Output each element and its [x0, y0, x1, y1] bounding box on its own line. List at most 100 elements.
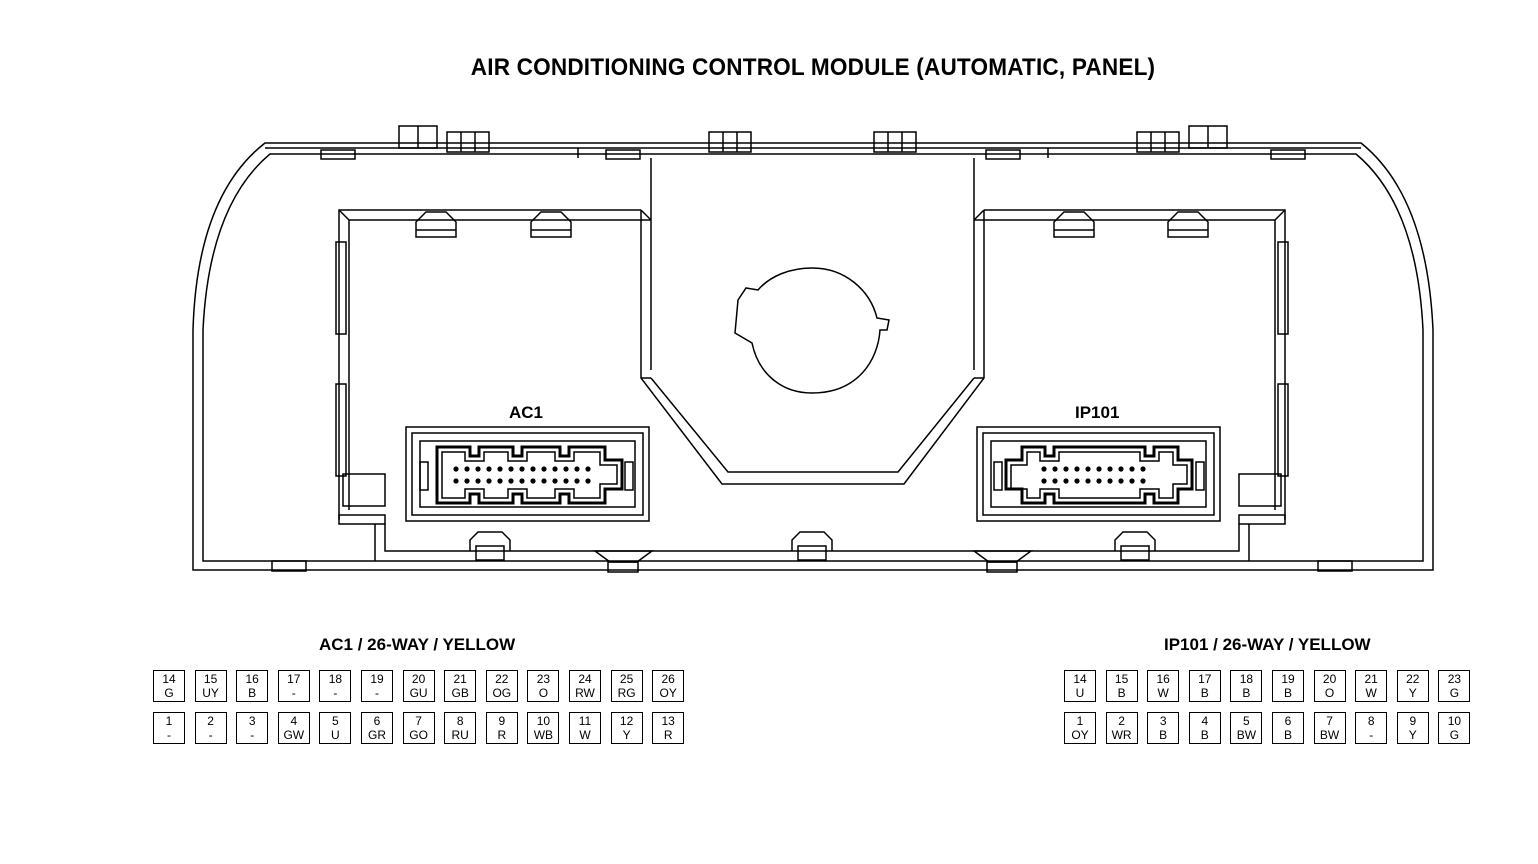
- pin-hole: [1107, 466, 1113, 472]
- pin-hole: [475, 478, 481, 484]
- pin-hole: [1063, 478, 1069, 484]
- pin-hole: [1085, 478, 1091, 484]
- pin-hole: [552, 478, 558, 484]
- pin-number: 18: [328, 672, 343, 686]
- pin-hole: [486, 478, 492, 484]
- pin-number: 20: [411, 672, 426, 686]
- pin-number: 4: [290, 714, 298, 728]
- pin-number: 2: [207, 714, 214, 728]
- pin-cell: 2-: [194, 712, 227, 744]
- pin-number: 14: [1073, 672, 1087, 686]
- ip101-connector-housing: [976, 426, 1221, 522]
- wire-color: GW: [283, 728, 305, 742]
- pin-number: 23: [1447, 672, 1462, 686]
- pin-hole: [519, 478, 525, 484]
- wire-color: RW: [575, 686, 595, 700]
- pin-cell: 17-: [277, 670, 310, 702]
- pin-number: 8: [1367, 714, 1375, 728]
- pin-number: 11: [578, 714, 592, 728]
- wire-color: W: [1365, 686, 1377, 700]
- pin-number: 7: [415, 714, 422, 728]
- pin-hole: [1052, 466, 1058, 472]
- pin-hole: [585, 478, 591, 484]
- pin-hole: [541, 478, 547, 484]
- wire-color: W: [1157, 686, 1169, 700]
- pin-number: 20: [1322, 672, 1337, 686]
- wire-color: G: [164, 686, 174, 700]
- pin-number: 17: [287, 672, 301, 686]
- wire-color: B: [248, 686, 257, 700]
- pin-hole: [519, 466, 525, 472]
- pin-number: 23: [536, 672, 551, 686]
- pin-hole: [497, 466, 503, 472]
- pin-number: 14: [162, 672, 176, 686]
- wire-color: -: [208, 728, 213, 742]
- pin-hole: [574, 478, 580, 484]
- pin-number: 15: [203, 672, 218, 686]
- bottom-rail: [271, 524, 1353, 573]
- pin-hole: [1140, 466, 1146, 472]
- pin-number: 21: [1364, 672, 1378, 686]
- pin-number: 6: [373, 714, 381, 728]
- housing-outer-edge: [192, 142, 1434, 571]
- wire-color: Y: [1408, 728, 1417, 742]
- ac1-connector-label: AC1: [509, 403, 544, 422]
- pin-hole: [585, 466, 591, 472]
- pin-number: 5: [332, 714, 339, 728]
- pin-number: 9: [1409, 714, 1417, 728]
- wire-color: -: [167, 728, 171, 742]
- pin-hole: [464, 466, 470, 472]
- wire-color: R: [663, 728, 673, 742]
- pin-number: 13: [661, 714, 675, 728]
- ip101-connector-label: IP101: [1075, 403, 1120, 422]
- pin-cell: 1-: [153, 712, 185, 744]
- wire-color: Y: [622, 728, 631, 742]
- pin-number: 10: [1447, 714, 1462, 728]
- pin-number: 16: [1156, 672, 1170, 686]
- pin-number: 1: [165, 714, 173, 728]
- pin-cell: 18-: [319, 670, 352, 702]
- pin-hole: [1118, 466, 1124, 472]
- pin-number: 16: [245, 672, 259, 686]
- pin-hole: [497, 478, 503, 484]
- pin-number: 24: [578, 672, 592, 686]
- wire-color: B: [1283, 686, 1292, 700]
- pin-number: 7: [1326, 714, 1333, 728]
- pin-number: 3: [248, 714, 256, 728]
- wire-color: GR: [368, 728, 386, 742]
- wire-color: -: [1369, 728, 1374, 742]
- pin-number: 4: [1201, 714, 1209, 728]
- wire-color: UY: [202, 686, 219, 700]
- pin-hole: [1118, 478, 1124, 484]
- pin-number: 2: [1118, 714, 1125, 728]
- pin-number: 6: [1284, 714, 1292, 728]
- wire-color: GB: [451, 686, 469, 700]
- wire-color: GU: [409, 686, 428, 700]
- pin-hole: [453, 478, 459, 484]
- pin-number: 3: [1159, 714, 1167, 728]
- pin-number: 12: [619, 714, 634, 728]
- wire-color: -: [291, 686, 296, 700]
